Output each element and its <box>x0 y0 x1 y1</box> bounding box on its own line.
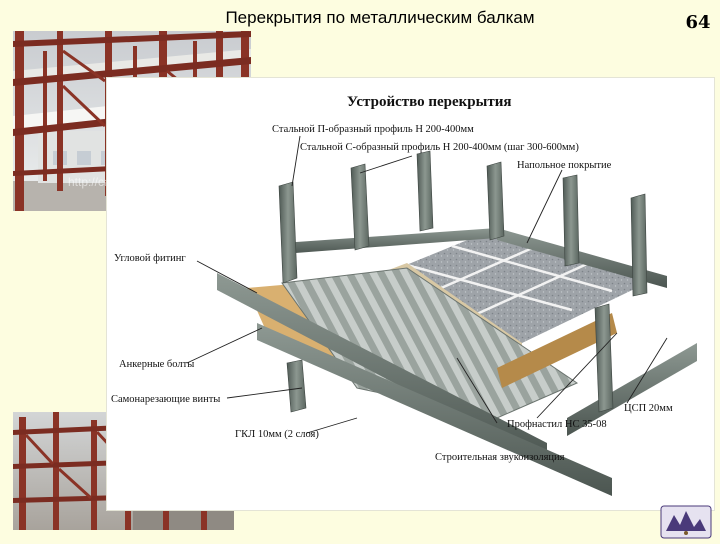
c-profile-column-3 <box>416 150 434 232</box>
c-profile-column-7 <box>594 303 614 413</box>
label-decking: Профнастил НС 35-08 <box>507 419 607 430</box>
lower-beam <box>257 323 612 496</box>
slide-number: 64 <box>685 12 711 33</box>
c-profile-column-8 <box>286 359 307 413</box>
c-profile-column-2 <box>350 163 370 251</box>
c-profile-column-5 <box>562 174 580 267</box>
label-p-profile: Стальной П-образный профиль Н 200-400мм <box>272 124 474 135</box>
label-tssp: ЦСП 20мм <box>624 403 673 414</box>
board-edge <box>497 313 617 388</box>
c-profile-column-1 <box>278 181 298 284</box>
side-beam <box>567 343 697 436</box>
university-logo-icon <box>660 505 712 539</box>
label-anchor-bolts: Анкерные болты <box>119 359 194 370</box>
rear-right-beam <box>497 228 667 288</box>
label-c-profile: Стальной С-образный профиль Н 200-400мм … <box>300 142 579 153</box>
floor-construction-diagram: Устройство перекрытия <box>107 78 714 510</box>
c-profile-column-4 <box>486 161 505 241</box>
c-profile-column-6 <box>630 193 648 297</box>
label-floor-cover: Напольное покрытие <box>517 160 612 171</box>
slide-title: Перекрытия по металлическим балкам <box>225 8 535 27</box>
diagram-title: Устройство перекрытия <box>347 94 511 110</box>
label-gkl: ГКЛ 10мм (2 слоя) <box>235 429 319 440</box>
label-corner-fitting: Угловой фитинг <box>114 253 186 264</box>
rear-beam <box>282 228 497 254</box>
label-screws: Самонарезающие винты <box>111 394 220 405</box>
floor-screed <box>362 228 647 343</box>
label-sound-insulation: Строительная звукоизоляция <box>435 452 565 463</box>
